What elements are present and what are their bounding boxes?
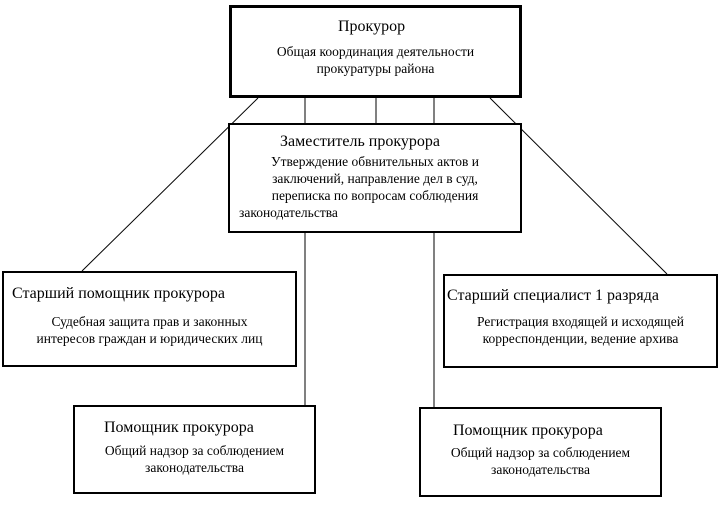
prosecutor-desc-line: прокуратуры района [316,61,435,76]
senior-specialist-desc-line: корреспонденции, ведение архива [482,331,679,346]
deputy-desc-line: переписка по вопросам соблюдения [271,188,479,203]
assistant-right-desc-line: Общий надзор за соблюдением [450,445,631,460]
senior-assistant-title: Старший помощник прокурора [12,285,226,302]
senior-specialist-desc: Регистрация входящей и исходящей корресп… [445,313,716,347]
senior-assistant-desc: Судебная защита прав и законных интересо… [4,313,295,347]
deputy-desc-line: заключений, направление дел в суд, [272,171,478,186]
box-prosecutor: Прокурор Общая координация деятельности … [229,5,522,98]
prosecutor-desc-line: Общая координация деятельности [276,44,475,59]
assistant-right-desc-line: законодательства [491,462,590,477]
box-senior-assistant: Старший помощник прокурора Судебная защи… [2,271,297,367]
deputy-desc-line: законодательства [239,205,338,220]
assistant-left-desc-line: законодательства [145,460,244,475]
senior-specialist-title: Старший специалист 1 разряда [447,287,659,304]
deputy-desc-line: Утверждение обвнительных актов и [271,154,479,169]
senior-assistant-desc-line: Судебная защита прав и законных [51,314,248,329]
box-deputy: Заместитель прокурора Утверждение обвнит… [228,123,522,233]
box-assistant-left: Помощник прокурора Общий надзор за соблю… [73,405,316,494]
prosecutor-desc: Общая координация деятельности прокурату… [232,43,519,77]
senior-specialist-desc-line: Регистрация входящей и исходящей [477,314,684,329]
assistant-right-desc: Общий надзор за соблюдением законодатель… [421,444,660,478]
box-assistant-right: Помощник прокурора Общий надзор за соблю… [419,407,662,497]
senior-assistant-desc-line: интересов граждан и юридических лиц [36,331,263,346]
assistant-right-title: Помощник прокурора [453,422,603,439]
deputy-desc: Утверждение обвнительных актов и заключе… [230,153,520,221]
assistant-left-desc-line: Общий надзор за соблюдением [104,443,285,458]
deputy-title: Заместитель прокурора [280,133,440,150]
assistant-left-desc: Общий надзор за соблюдением законодатель… [75,442,314,476]
assistant-left-title: Помощник прокурора [104,419,254,436]
prosecutor-title: Прокурор [338,18,406,35]
box-senior-specialist: Старший специалист 1 разряда Регистрация… [443,274,718,368]
